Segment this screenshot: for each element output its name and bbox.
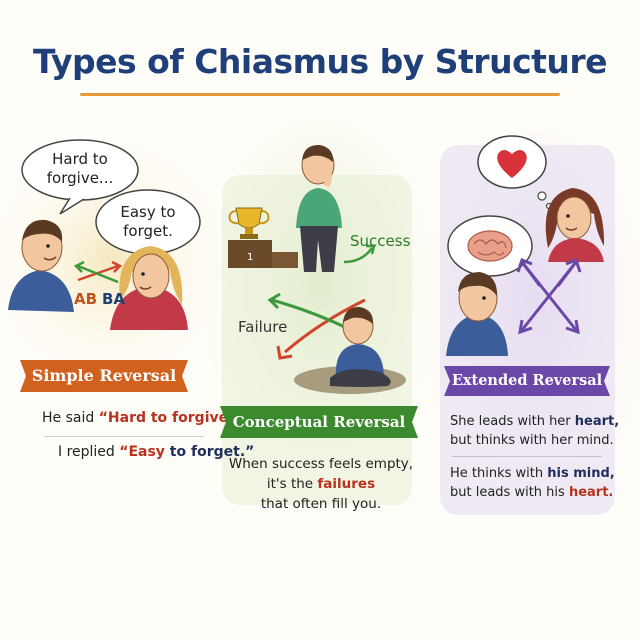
extended-s2-line-2-prefix: but leads with his (450, 485, 569, 500)
banner-ribbon-icon (20, 360, 188, 392)
man-figure (8, 219, 74, 312)
extended-s2-line-2-highlight: heart. (568, 485, 614, 500)
speech-bubble-icon (21, 139, 139, 215)
ab-ba-arrows-icon (73, 260, 123, 284)
divider (44, 436, 204, 437)
extended-reversal-banner: Extended Reversal (438, 364, 616, 398)
banner-ribbon-icon (220, 406, 418, 438)
banner-ribbon-icon (444, 366, 610, 396)
bubble-hard-to-forgive: Hard to forgive... (46, 150, 114, 187)
extended-s1-line-1: She leads with her heart, (450, 414, 619, 429)
simple-line-2-prefix: I replied (58, 444, 120, 460)
extended-s1-line-2: but thinks with her mind. (450, 433, 614, 448)
extended-reversal-title: Extended Reversal (451, 372, 603, 389)
conceptual-reversal-title: Conceptual Reversal (232, 413, 406, 431)
conceptual-reversal-banner: Conceptual Reversal (214, 404, 424, 440)
trophy-icon: 1 (228, 207, 298, 268)
extended-s2-line-2: but leads with his heart. (450, 485, 613, 500)
extended-s1-line-1-prefix: She leads with her (450, 414, 575, 429)
thinking-man-figure (446, 272, 508, 356)
simple-reversal-banner: Simple Reversal (14, 358, 194, 394)
woman-figure (110, 246, 188, 330)
simple-line-2-quote-a: “Easy (119, 444, 165, 460)
sitting-man-figure (294, 306, 406, 394)
thinking-man-figure (296, 144, 342, 272)
divider (452, 456, 602, 457)
woman-figure (545, 188, 605, 262)
simple-line-2-quote-b: to forget.” (164, 444, 255, 460)
success-label: Success (350, 232, 411, 250)
success-arrow-icon (343, 244, 376, 264)
brain-icon (467, 230, 513, 262)
simple-reversal-title: Simple Reversal (31, 366, 177, 385)
conceptual-line-2-highlight: failures (317, 476, 376, 492)
ab-label: AB (74, 290, 98, 308)
svg-text:1: 1 (247, 252, 253, 263)
page-title: Types of Chiasmus by Structure (32, 42, 608, 81)
conceptual-line-3: that often fill you. (260, 496, 382, 512)
conceptual-line-2-prefix: it's the (266, 476, 318, 492)
extended-s1-line-1-highlight: heart, (574, 414, 620, 429)
failure-label: Failure (238, 318, 288, 336)
bubble-easy-to-forget: Easy to forget. (120, 203, 176, 240)
heart-icon (497, 150, 527, 178)
extended-s2-line-1: He thinks with his mind, (450, 466, 615, 481)
cross-arrows-icon (516, 258, 582, 335)
simple-line-1: He said “Hard to forgive...” (42, 410, 253, 426)
simple-line-1-quote: “Hard to forgive...” (98, 410, 254, 426)
conceptual-line-2: it's the failures (226, 476, 416, 492)
simple-line-2: I replied “Easy to forget.” (58, 444, 254, 460)
title-underline (80, 93, 560, 96)
ba-label: BA (102, 290, 126, 308)
simple-line-1-prefix: He said (42, 410, 99, 426)
extended-s2-line-1-highlight: his mind, (547, 466, 615, 481)
conceptual-line-1: When success feels empty, (228, 456, 414, 472)
extended-s2-line-1-prefix: He thinks with (450, 466, 548, 481)
